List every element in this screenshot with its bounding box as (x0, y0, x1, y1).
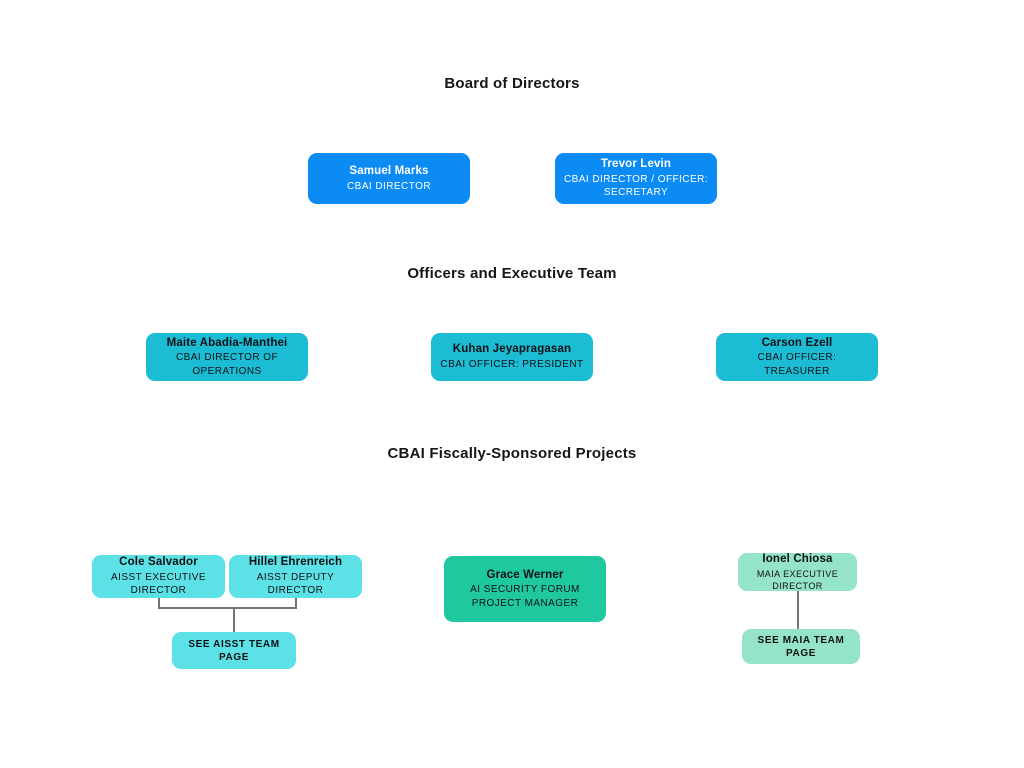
section-heading-projects: CBAI Fiscally-Sponsored Projects (387, 445, 637, 462)
node-role: CBAI OFFICER: TREASURER (757, 352, 837, 377)
node-kuhan-jeyapragasan[interactable]: Kuhan Jeyapragasan CBAI OFFICER: PRESIDE… (431, 333, 593, 381)
node-name: Kuhan Jeyapragasan (452, 343, 572, 356)
node-role: AISST DEPUTY DIRECTOR (256, 571, 335, 597)
node-name: Hillel Ehrenreich (248, 556, 343, 569)
connector-maia-trunk (797, 591, 799, 629)
node-name: Maite Abadia-Manthei (166, 336, 288, 349)
link-see-maia-team-page[interactable]: SEE MAIA TEAM PAGE (742, 629, 860, 664)
node-role: CBAI DIRECTOR OF OPERATIONS (175, 352, 279, 377)
node-role: MAIA EXECUTIVE DIRECTOR (756, 568, 839, 591)
node-role: CBAI OFFICER: PRESIDENT (440, 359, 584, 370)
node-name: Trevor Levin (600, 158, 672, 171)
section-heading-board: Board of Directors (444, 75, 580, 92)
link-see-aisst-team-page[interactable]: SEE AISST TEAM PAGE (172, 632, 296, 669)
node-name: Samuel Marks (349, 164, 429, 177)
section-heading-officers: Officers and Executive Team (407, 265, 617, 282)
node-ionel-chiosa[interactable]: Ionel Chiosa MAIA EXECUTIVE DIRECTOR (738, 553, 857, 591)
connector-aisst-bar (158, 607, 297, 609)
node-role: CBAI DIRECTOR (346, 180, 431, 192)
node-name: Ionel Chiosa (762, 553, 833, 566)
connector-aisst-trunk (233, 607, 235, 632)
node-name: Cole Salvador (119, 556, 198, 569)
node-role: AISST EXECUTIVE DIRECTOR (111, 571, 206, 597)
node-role: CBAI DIRECTOR / OFFICER: SECRETARY (564, 173, 708, 199)
node-hillel-ehrenreich[interactable]: Hillel Ehrenreich AISST DEPUTY DIRECTOR (229, 555, 362, 598)
node-trevor-levin[interactable]: Trevor Levin CBAI DIRECTOR / OFFICER: SE… (555, 153, 717, 204)
node-samuel-marks[interactable]: Samuel Marks CBAI DIRECTOR (308, 153, 470, 204)
link-label: SEE MAIA TEAM PAGE (757, 634, 845, 659)
node-name: Carson Ezell (761, 336, 833, 349)
node-maite-abadia-manthei[interactable]: Maite Abadia-Manthei CBAI DIRECTOR OF OP… (146, 333, 308, 381)
node-carson-ezell[interactable]: Carson Ezell CBAI OFFICER: TREASURER (716, 333, 878, 381)
node-cole-salvador[interactable]: Cole Salvador AISST EXECUTIVE DIRECTOR (92, 555, 225, 598)
connector-cole-stub (158, 598, 160, 608)
connector-hillel-stub (295, 598, 297, 608)
node-grace-werner[interactable]: Grace Werner AI SECURITY FORUM PROJECT M… (444, 556, 606, 622)
node-name: Grace Werner (486, 568, 564, 581)
link-label: SEE AISST TEAM PAGE (188, 638, 280, 663)
node-role: AI SECURITY FORUM PROJECT MANAGER (470, 584, 580, 609)
